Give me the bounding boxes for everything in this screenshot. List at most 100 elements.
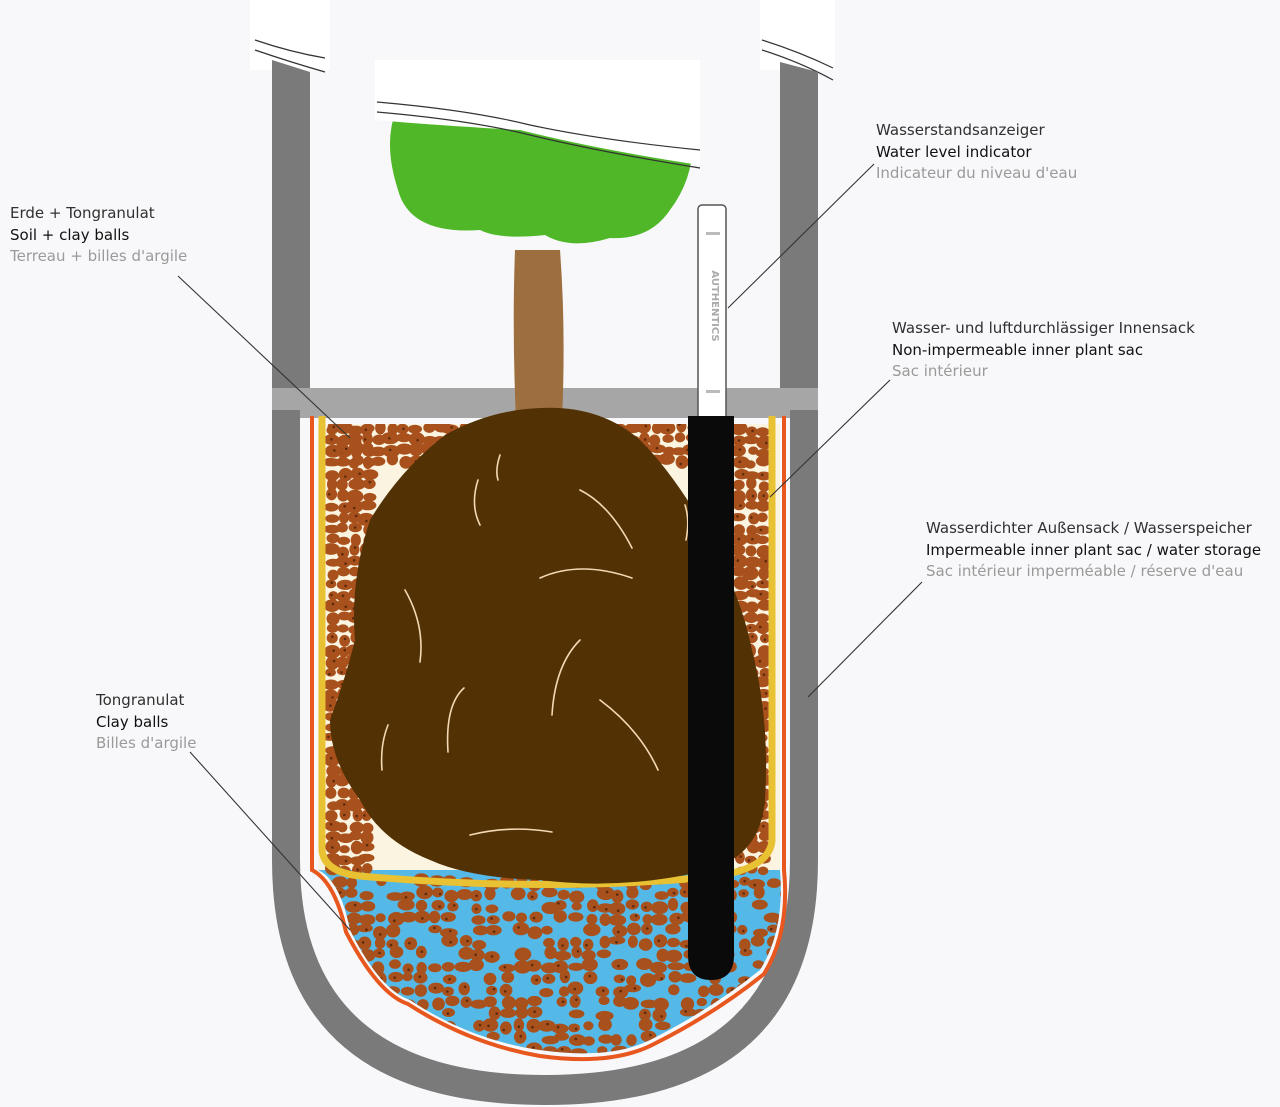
clay-ball-spot [332, 779, 336, 783]
clay-ball-spot [341, 552, 344, 556]
clay-ball [745, 460, 756, 469]
clay-ball [324, 444, 342, 458]
clay-ball [583, 1021, 594, 1031]
clay-ball [757, 512, 768, 523]
clay-ball-spot [420, 950, 424, 953]
clay-ball [318, 913, 333, 926]
clay-ball [737, 924, 748, 935]
clay-ball [730, 544, 746, 556]
clay-ball [598, 1018, 612, 1031]
clay-ball [335, 799, 350, 811]
clay-ball-spot [379, 933, 382, 936]
clay-ball [753, 885, 765, 899]
clay-ball [658, 453, 675, 465]
clay-ball [607, 936, 626, 945]
clay-ball [336, 656, 349, 669]
clay-ball-spot [576, 950, 580, 953]
clay-ball [733, 576, 749, 590]
clay-ball [659, 424, 676, 435]
clay-ball-spot [356, 868, 360, 871]
clay-ball [400, 1010, 417, 1024]
clay-ball [349, 543, 360, 556]
clay-ball [759, 667, 771, 679]
clay-ball [414, 984, 427, 997]
clay-ball [324, 810, 338, 822]
clay-ball [743, 471, 760, 480]
clay-ball-spot [701, 1023, 704, 1026]
clay-ball [402, 972, 413, 982]
clay-ball [472, 940, 487, 950]
clay-ball [581, 958, 598, 972]
clay-ball [338, 467, 353, 482]
clay-ball-spot [353, 506, 356, 510]
clay-ball [386, 452, 399, 466]
clay-ball [432, 997, 445, 1011]
clay-ball [759, 633, 771, 644]
clay-ball [409, 442, 424, 457]
clay-ball [428, 910, 441, 924]
clay-ball [323, 599, 341, 612]
clay-ball [445, 995, 460, 1007]
clay-ball [756, 545, 773, 559]
clay-ball-spot [561, 1000, 565, 1004]
clay-ball-spot [331, 635, 334, 638]
clay-ball [512, 922, 530, 936]
clay-ball-spot [678, 424, 681, 426]
clay-ball [745, 545, 757, 557]
clay-ball-spot [465, 999, 469, 1002]
clay-ball [401, 1032, 415, 1047]
leader-lines [177, 163, 923, 931]
clay-ball [357, 853, 375, 862]
clay-ball-spot [388, 448, 392, 452]
clay-ball-spot [358, 472, 361, 476]
clay-ball [554, 950, 572, 961]
clay-ball-spot [751, 635, 754, 638]
clay-ball [732, 479, 745, 491]
clay-ball-spot [743, 949, 747, 952]
clay-ball [325, 656, 340, 670]
clay-ball-spot [338, 891, 342, 894]
clay-ball [362, 478, 376, 490]
clay-ball-spot [450, 426, 453, 429]
clay-ball-spot [765, 441, 768, 445]
clay-ball [336, 522, 348, 533]
clay-ball-spot [324, 951, 327, 955]
clay-ball [608, 914, 627, 926]
clay-ball [374, 937, 386, 949]
clay-ball-spot [585, 943, 588, 947]
clay-ball-spot [736, 559, 740, 562]
clay-ball [559, 969, 571, 984]
clay-ball [468, 1044, 487, 1054]
clay-ball [470, 949, 485, 961]
clay-ball [541, 887, 558, 898]
clay-ball-spot [750, 516, 753, 519]
clay-ball [541, 925, 553, 935]
clay-ball [400, 1017, 413, 1031]
clay-ball-spot [683, 890, 686, 894]
clay-ball [743, 435, 760, 445]
clay-ball [335, 855, 353, 866]
clay-ball [499, 1008, 517, 1018]
clay-ball [339, 634, 350, 647]
clay-ball [418, 1033, 430, 1047]
clay-ball-spot [655, 446, 659, 450]
clay-ball-spot [445, 1049, 449, 1053]
clay-ball-spot [416, 439, 419, 442]
clay-ball-spot [353, 526, 357, 529]
clay-ball [502, 911, 516, 922]
clay-ball [417, 1018, 432, 1031]
clay-ball [627, 935, 638, 948]
clay-ball [319, 1045, 331, 1054]
clay-ball [374, 1010, 386, 1020]
clay-ball-spot [557, 964, 560, 967]
clay-ball [352, 808, 364, 822]
clay-ball [336, 478, 348, 491]
clay-ball-spot [353, 903, 357, 907]
clay-ball-spot [368, 480, 372, 484]
clay-ball-spot [434, 1035, 438, 1038]
clay-ball [739, 938, 751, 952]
indicator-brand-text: AUTHENTICS [709, 270, 720, 341]
clay-ball-spot [332, 425, 336, 429]
clay-ball-spot [502, 1028, 506, 1032]
clay-ball [441, 962, 455, 972]
